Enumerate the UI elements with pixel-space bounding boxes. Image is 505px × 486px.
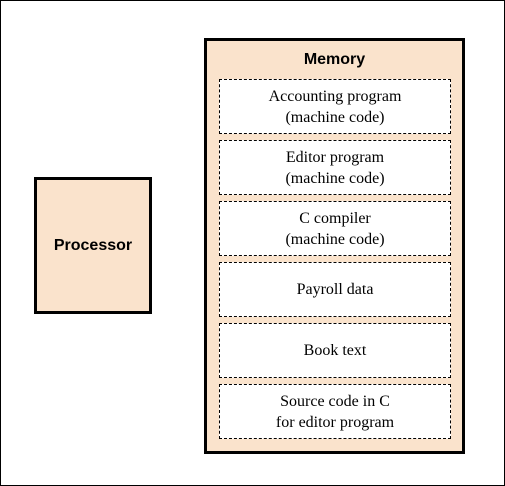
memory-slot-line1: C compiler [299,209,371,227]
memory-slot-line2: for editor program [275,413,395,431]
memory-slot-text: Editor program (machine code) [285,147,384,189]
memory-slot-book-text: Book text [219,323,451,378]
processor-label: Processor [53,236,133,254]
memory-box: Memory Accounting program (machine code)… [204,38,465,454]
memory-slot-line2: (machine code) [285,108,385,126]
memory-slot-line1: Payroll data [296,281,374,298]
memory-slot-text: Book text [304,340,367,361]
memory-slot-line1: Book text [303,342,367,359]
memory-slot-text: C compiler (machine code) [285,208,384,250]
processor-box: Processor [34,177,152,314]
memory-slot-accounting-program: Accounting program (machine code) [219,79,451,134]
memory-title: Memory [303,51,366,68]
memory-slot-line1: Accounting program [268,87,402,105]
memory-slot-line1: Editor program [285,148,385,166]
memory-slot-c-compiler: C compiler (machine code) [219,201,451,256]
memory-slot-editor-program: Editor program (machine code) [219,140,451,195]
memory-slot-text: Accounting program (machine code) [269,86,402,128]
memory-slot-line1: Source code in C [280,392,390,410]
memory-slot-payroll-data: Payroll data [219,262,451,317]
memory-slot-line2: (machine code) [285,169,385,187]
memory-slot-source-code: Source code in C for editor program [219,384,451,439]
memory-slot-line2: (machine code) [285,230,385,248]
memory-slot-text: Payroll data [297,279,374,300]
memory-slot-text: Source code in C for editor program [276,391,394,433]
